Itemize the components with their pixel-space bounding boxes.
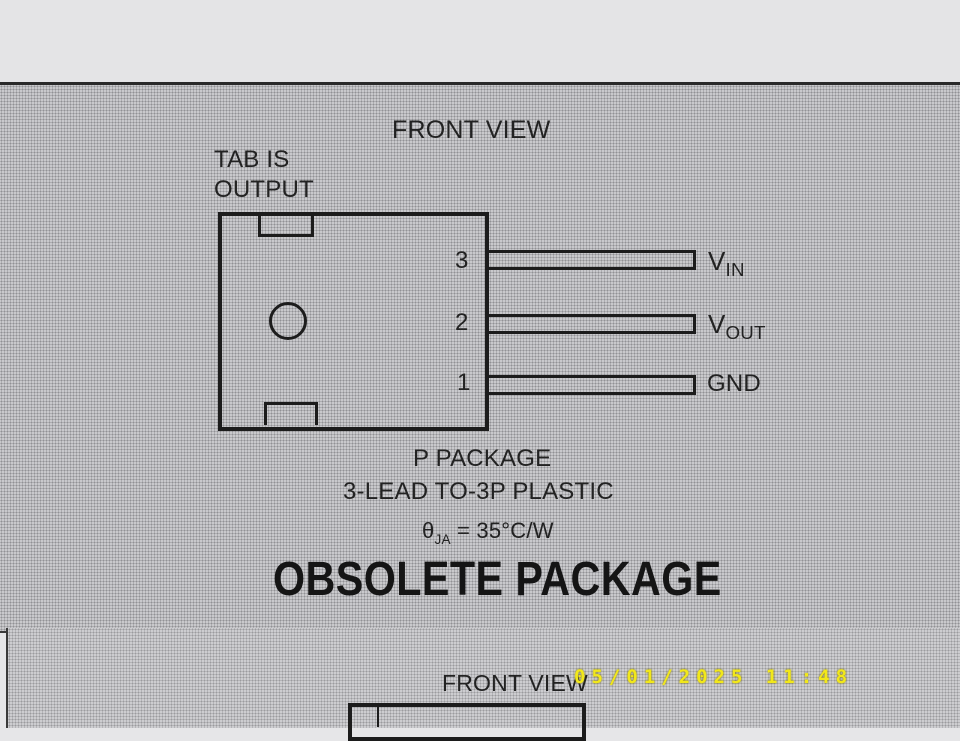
package-diagram-panel — [0, 82, 960, 633]
second-package-tab — [377, 707, 379, 727]
package-description: 3-LEAD TO-3P PLASTIC — [343, 478, 614, 505]
pin-number-2: 2 — [455, 309, 469, 336]
lead-pin-3 — [485, 250, 696, 270]
lead-pin-1 — [485, 375, 696, 395]
pin-label-vin-sub: IN — [725, 259, 745, 280]
pin-label-vin-main: V — [708, 246, 726, 276]
tab-note-line2: OUTPUT — [214, 176, 314, 203]
page-top-margin — [0, 0, 960, 84]
diagram-title: FRONT VIEW — [392, 116, 551, 144]
package-tab-top — [258, 212, 314, 237]
package-body-outline — [218, 212, 489, 431]
lead-pin-2 — [485, 314, 696, 334]
thermal-value: = 35°C/W — [450, 518, 554, 543]
pin-number-1: 1 — [457, 369, 471, 396]
theta-symbol: θ — [422, 518, 435, 543]
pin-label-vout-sub: OUT — [725, 322, 766, 343]
obsolete-package-label: OBSOLETE PACKAGE — [273, 553, 722, 606]
camera-timestamp: 05/01/2025 11:48 — [574, 666, 854, 688]
second-package-body-outline — [348, 703, 586, 741]
package-name: P PACKAGE — [413, 445, 552, 472]
pin-number-3: 3 — [455, 247, 469, 274]
pin-label-gnd: GND — [707, 370, 761, 397]
thermal-subscript: JA — [434, 532, 451, 547]
package-tab-bottom — [264, 402, 318, 425]
pin-label-vout-main: V — [708, 309, 726, 339]
pin-label-vin: VIN — [708, 246, 745, 280]
thermal-resistance: θJA = 35°C/W — [422, 518, 554, 547]
tab-note-line1: TAB IS — [214, 146, 290, 173]
pin-label-vout: VOUT — [708, 309, 766, 343]
second-diagram-title: FRONT VIEW — [442, 670, 588, 696]
second-diagram-panel — [6, 628, 960, 728]
mounting-hole — [269, 302, 307, 340]
